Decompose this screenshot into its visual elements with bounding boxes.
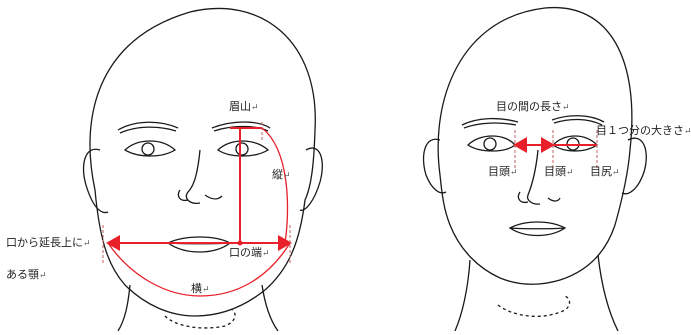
label-outer-corner: 目尻↵ [590,165,620,180]
inner-corner-right-text: 目頭 [544,165,566,178]
return-mark: ↵ [283,171,291,181]
label-inner-corner-left: 目頭↵ [488,165,518,180]
vertical-arc [262,128,288,243]
label-horizontal: 横↵ [191,282,210,297]
left-collar [165,310,235,328]
label-mouth-corner: 口の端↵ [229,246,270,261]
left-mouth [168,237,230,252]
left-guides [103,122,290,296]
eye-gap-length-text: 目の間の長さ [496,100,562,113]
right-ear-right [622,138,646,194]
return-mark: ↵ [202,285,210,295]
label-extension-line: 口から延長上に↵ [6,236,91,251]
inner-corner-left-text: 目頭 [488,165,510,178]
return-mark: ↵ [83,239,91,249]
vertical-text: 縦 [272,168,283,181]
jaw-text: ある顎 [6,268,39,281]
mouth-corner-text: 口の端 [229,246,262,259]
label-jaw: ある顎↵ [6,268,47,283]
outer-corner-text: 目尻 [590,165,612,178]
return-mark: ↵ [684,127,691,137]
label-eye-gap-length: 目の間の長さ↵ [496,100,570,115]
extension-line-text: 口から延長上に [6,236,83,249]
return-mark: ↵ [39,271,47,281]
one-eye-size-text: 目１つ分の大きさ [596,124,684,137]
right-ear-left [424,139,446,193]
return-mark: ↵ [262,249,270,259]
right-collar [498,296,570,316]
horizontal-text: 横 [191,282,202,295]
return-mark: ↵ [566,168,574,178]
return-mark: ↵ [612,168,620,178]
right-neck [455,255,618,331]
left-nose [178,150,222,203]
label-eyebrow-peak: 眉山↵ [229,100,259,115]
return-mark: ↵ [562,103,570,113]
right-mouth [510,222,565,236]
label-vertical: 縦↵ [272,168,291,183]
mouth-corner-dot [238,241,243,246]
right-eyebrow-left [462,119,518,128]
label-one-eye-size: 目１つ分の大きさ↵ [596,124,691,139]
label-inner-corner-right: 目頭↵ [544,165,574,180]
eyebrow-peak-text: 眉山 [229,100,251,113]
return-mark: ↵ [251,103,259,113]
left-eyebrow-left [118,122,178,133]
return-mark: ↵ [510,168,518,178]
